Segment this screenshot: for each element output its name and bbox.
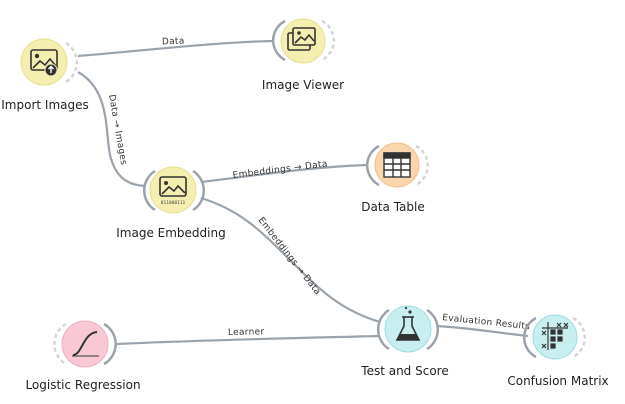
node-import-images[interactable] xyxy=(20,38,79,86)
node-logistic-regression[interactable] xyxy=(53,320,117,368)
node-label-logistic-regression: Logistic Regression xyxy=(25,378,141,392)
node-label-import-images: Import Images xyxy=(1,98,89,112)
node-confusion-matrix[interactable] xyxy=(523,314,586,360)
table-icon xyxy=(383,152,411,178)
node-image-embedding[interactable]: 011000111 xyxy=(142,166,206,214)
output-channel-arc[interactable] xyxy=(426,308,440,351)
link-label-embeddings-test: Embeddings → Data xyxy=(256,216,323,297)
link-label-evaluation-results: Evaluation Results xyxy=(442,313,531,332)
link-label-learner: Learner xyxy=(228,327,265,338)
node-data-table[interactable] xyxy=(366,142,429,188)
link-import-viewer[interactable] xyxy=(77,39,274,58)
node-test-and-score[interactable] xyxy=(376,305,440,353)
node-label-test-and-score: Test and Score xyxy=(361,364,449,378)
node-circle xyxy=(20,38,68,86)
output-channel-arc[interactable] xyxy=(65,41,79,84)
link-embedding-test[interactable] xyxy=(200,196,381,324)
links xyxy=(77,39,529,346)
node-circle xyxy=(61,320,109,368)
output-channel-arc[interactable] xyxy=(192,169,206,212)
input-channel-arc[interactable] xyxy=(53,322,67,366)
input-channel-arc[interactable] xyxy=(142,169,156,212)
link-test-confusion[interactable] xyxy=(435,324,529,338)
flask-icon xyxy=(395,306,421,341)
link-logreg-test[interactable] xyxy=(116,334,381,346)
node-circle xyxy=(384,305,432,353)
link-label-embeddings-table: Embeddings → Data xyxy=(232,159,328,181)
image-upload-icon xyxy=(30,49,58,77)
node-label-data-table: Data Table xyxy=(361,200,425,214)
image-embedding-icon xyxy=(159,176,187,197)
embedding-bits-text: 011000111 xyxy=(161,200,186,206)
input-channel-arc[interactable] xyxy=(376,308,390,351)
confusion-matrix-icon xyxy=(541,322,569,350)
input-channel-arc[interactable] xyxy=(272,19,286,62)
link-import-embedding[interactable] xyxy=(77,71,146,188)
node-label-image-embedding: Image Embedding xyxy=(116,226,226,240)
output-channel-arc[interactable] xyxy=(415,144,429,187)
input-channel-arc[interactable] xyxy=(523,316,537,359)
link-embedding-table[interactable] xyxy=(200,163,368,184)
node-label-confusion-matrix: Confusion Matrix xyxy=(507,374,609,388)
images-icon xyxy=(287,27,316,51)
input-channel-arc[interactable] xyxy=(366,144,380,187)
sigmoid-curve-icon xyxy=(72,331,99,357)
node-label-image-viewer: Image Viewer xyxy=(261,78,345,92)
node-image-viewer[interactable] xyxy=(272,18,335,64)
output-channel-arc[interactable] xyxy=(572,316,586,359)
output-channel-arc[interactable] xyxy=(103,322,117,366)
output-channel-arc[interactable] xyxy=(321,19,335,62)
link-label-data: Data xyxy=(162,37,185,48)
